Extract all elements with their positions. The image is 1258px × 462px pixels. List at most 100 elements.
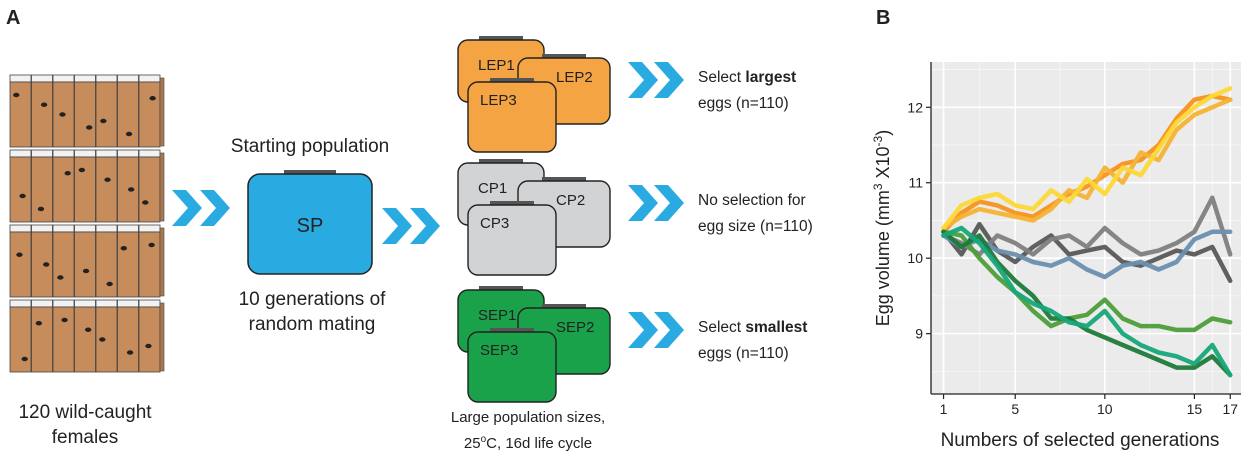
vial-cap bbox=[52, 299, 75, 308]
fly-icon bbox=[78, 167, 86, 173]
population-cage bbox=[467, 204, 557, 276]
arrow-sp-to-populations bbox=[382, 208, 440, 244]
fly-icon bbox=[59, 112, 66, 117]
vial bbox=[74, 156, 96, 223]
fly-icon bbox=[35, 321, 43, 326]
fly-icon bbox=[16, 252, 23, 257]
vial bbox=[9, 231, 32, 298]
arrow-vials-to-sp bbox=[172, 190, 230, 226]
vial bbox=[52, 231, 75, 298]
vial bbox=[138, 156, 161, 223]
x-tick-label: 17 bbox=[1222, 401, 1238, 417]
series-line-3 bbox=[941, 86, 1233, 231]
vial-rack-side bbox=[159, 152, 165, 222]
females-label: females bbox=[52, 427, 119, 448]
vial bbox=[138, 81, 161, 148]
fly-icon bbox=[127, 187, 135, 192]
fly-icon bbox=[126, 350, 134, 355]
vial-cap bbox=[74, 224, 96, 233]
cage-label: SEP2 bbox=[556, 319, 594, 336]
starting-population-label: Starting population bbox=[231, 136, 389, 157]
vial bbox=[95, 81, 118, 148]
x-tick-label: 15 bbox=[1187, 401, 1203, 417]
vial bbox=[95, 156, 118, 223]
x-tick-label: 5 bbox=[1011, 401, 1019, 417]
selection-text-line2: egg size (n=110) bbox=[698, 218, 813, 235]
vial-cap bbox=[138, 299, 161, 308]
cage-label: SEP1 bbox=[478, 307, 516, 324]
panel-a-label: A bbox=[6, 7, 20, 29]
vial-cap bbox=[95, 224, 118, 233]
fly-icon bbox=[13, 92, 20, 98]
selection-arrow bbox=[628, 62, 684, 98]
cage-label: CP1 bbox=[478, 180, 507, 197]
vial bbox=[138, 231, 161, 298]
vial bbox=[95, 231, 118, 298]
population-cage bbox=[467, 331, 557, 403]
vial bbox=[74, 231, 96, 298]
cage-lid bbox=[479, 159, 523, 164]
vial bbox=[117, 81, 139, 148]
cage-label: LEP3 bbox=[480, 92, 517, 109]
fly-icon bbox=[125, 131, 133, 137]
vial bbox=[74, 306, 96, 373]
vial bbox=[9, 156, 32, 223]
series-line-9 bbox=[941, 225, 1233, 378]
vial-cap bbox=[117, 149, 139, 158]
wild-caught-label: 120 wild-caught bbox=[18, 402, 152, 423]
vial bbox=[52, 306, 75, 373]
vial bbox=[31, 231, 53, 298]
fly-icon bbox=[106, 281, 113, 287]
series-line-2 bbox=[941, 97, 1233, 231]
vial-cap bbox=[31, 74, 53, 83]
vial bbox=[31, 306, 53, 373]
fly-icon bbox=[64, 171, 71, 176]
cage-label: SEP3 bbox=[480, 342, 518, 359]
cage-lid bbox=[490, 328, 534, 333]
fly-icon bbox=[21, 356, 28, 362]
fly-icon bbox=[120, 246, 128, 251]
vial bbox=[31, 156, 53, 223]
y-axis-label: Egg volume (mm3 X10-3) bbox=[871, 130, 893, 326]
series-line-8 bbox=[941, 229, 1233, 378]
fly-icon bbox=[61, 317, 68, 323]
vial-cap bbox=[9, 74, 32, 83]
cage-lid bbox=[542, 177, 586, 182]
fly-icon bbox=[84, 327, 92, 332]
vial bbox=[95, 306, 118, 373]
series-line-6 bbox=[941, 229, 1233, 280]
y-tick-label: 11 bbox=[908, 175, 923, 191]
cage-lid bbox=[490, 78, 534, 83]
fly-icon bbox=[19, 193, 26, 199]
cage-label: CP2 bbox=[556, 192, 585, 209]
fly-icon bbox=[142, 200, 149, 205]
vial-cap bbox=[31, 224, 53, 233]
vial bbox=[9, 81, 32, 148]
vial-cap bbox=[138, 224, 161, 233]
vial-cap bbox=[95, 149, 118, 158]
footnote-line1: Large population sizes, bbox=[451, 409, 605, 426]
x-tick-label: 10 bbox=[1097, 401, 1113, 417]
population-cage bbox=[467, 81, 557, 153]
vial-rack-side bbox=[159, 302, 165, 372]
selection-arrow bbox=[628, 312, 684, 348]
vial-rack-side bbox=[159, 77, 165, 147]
vial-cap bbox=[117, 299, 139, 308]
vial-cap bbox=[9, 299, 32, 308]
vial-cap bbox=[9, 149, 32, 158]
vial-cap bbox=[117, 74, 139, 83]
vial-cap bbox=[52, 149, 75, 158]
vial-rack-side bbox=[159, 227, 165, 297]
fly-icon bbox=[104, 177, 111, 182]
cage-lid bbox=[490, 201, 534, 206]
random-mating-line1: 10 generations of bbox=[239, 289, 387, 310]
selection-text-line1: No selection for bbox=[698, 192, 806, 209]
cage-label: LEP1 bbox=[478, 57, 515, 74]
sp-cage: SP bbox=[247, 170, 373, 275]
vial bbox=[117, 306, 139, 373]
axes bbox=[930, 62, 1241, 395]
vial-cap bbox=[52, 74, 75, 83]
